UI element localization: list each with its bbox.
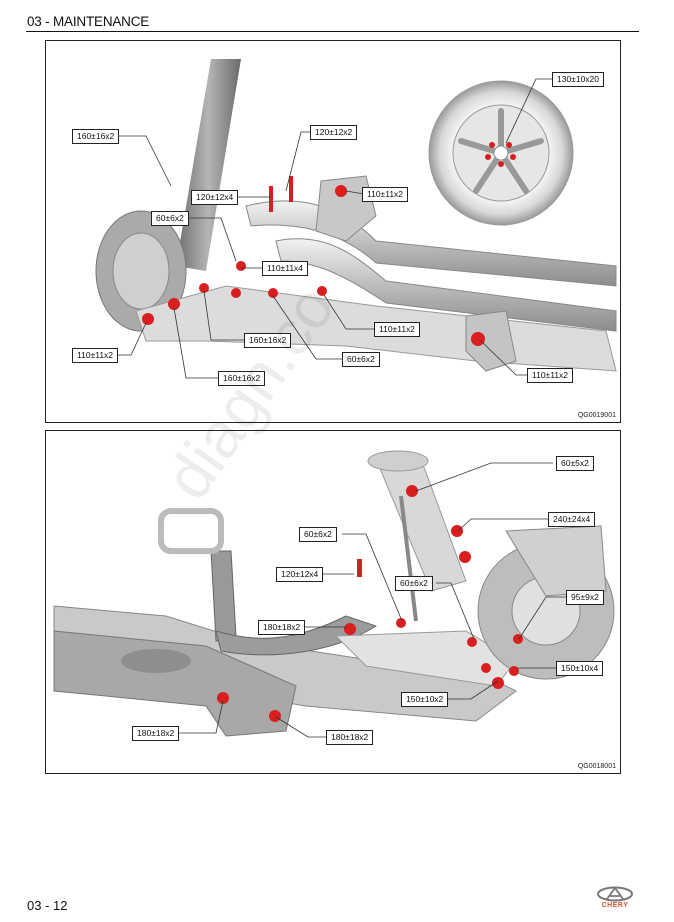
bolt — [231, 288, 241, 298]
figure-id: QG0019001 — [577, 412, 616, 419]
torque-callout: 110±11x2 — [374, 322, 421, 337]
torque-callout: 180±18x2 — [258, 620, 306, 635]
stud — [289, 176, 293, 202]
torque-callout: 110±11x2 — [72, 348, 119, 363]
figure-rear-suspension: 160±16x2 120±12x2 120±12x4 110±11x2 60±6… — [45, 40, 621, 423]
torque-callout: 160±16x2 — [72, 129, 120, 144]
bolt — [142, 313, 154, 325]
figure-id: QG0018001 — [577, 763, 616, 770]
front-suspension-illustration — [53, 450, 615, 738]
torque-callout: 160±16x2 — [244, 333, 292, 348]
torque-callout: 60±6x2 — [395, 576, 433, 591]
torque-callout: 60±5x2 — [556, 456, 594, 471]
torque-callout: 120±12x4 — [276, 567, 324, 582]
torque-callout: 130±10x20 — [552, 72, 605, 87]
bolt — [471, 332, 485, 346]
torque-callout: 180±18x2 — [132, 726, 180, 741]
brand-name: CHERY — [601, 902, 629, 909]
bolt — [335, 185, 347, 197]
bolt — [199, 283, 209, 293]
page-number: 03 - 12 — [27, 898, 68, 913]
front-strut — [375, 458, 467, 592]
figure-front-suspension: 60±5x2 240±24x4 60±6x2 120±12x4 60±6x2 9… — [45, 430, 621, 774]
torque-callout: 120±12x2 — [310, 125, 358, 140]
torque-callout: 110±11x4 — [262, 261, 309, 276]
chery-logo: CHERY — [592, 886, 638, 914]
bolt — [236, 261, 246, 271]
stud — [269, 186, 273, 212]
torque-callout: 160±16x2 — [218, 371, 266, 386]
chery-emblem-icon — [597, 886, 633, 902]
rear-suspension-illustration — [74, 59, 617, 379]
torque-callout: 180±18x2 — [326, 730, 374, 745]
torque-callout: 60±6x2 — [151, 211, 189, 226]
shock-absorber — [176, 59, 241, 271]
bolt — [168, 298, 180, 310]
header-rule — [26, 31, 639, 32]
torque-callout: 110±11x2 — [527, 368, 574, 383]
torque-callout: 60±6x2 — [342, 352, 380, 367]
torque-callout: 120±12x4 — [191, 190, 239, 205]
torque-callout: 60±6x2 — [299, 527, 337, 542]
torque-callout: 95±9x2 — [566, 590, 604, 605]
torque-callout: 110±11x2 — [362, 187, 409, 202]
torque-callout: 240±24x4 — [548, 512, 596, 527]
torque-callout: 150±10x2 — [401, 692, 449, 707]
section-title: 03 - MAINTENANCE — [27, 14, 150, 29]
torque-callout: 150±10x4 — [556, 661, 604, 676]
bolt — [317, 286, 327, 296]
bolt — [268, 288, 278, 298]
